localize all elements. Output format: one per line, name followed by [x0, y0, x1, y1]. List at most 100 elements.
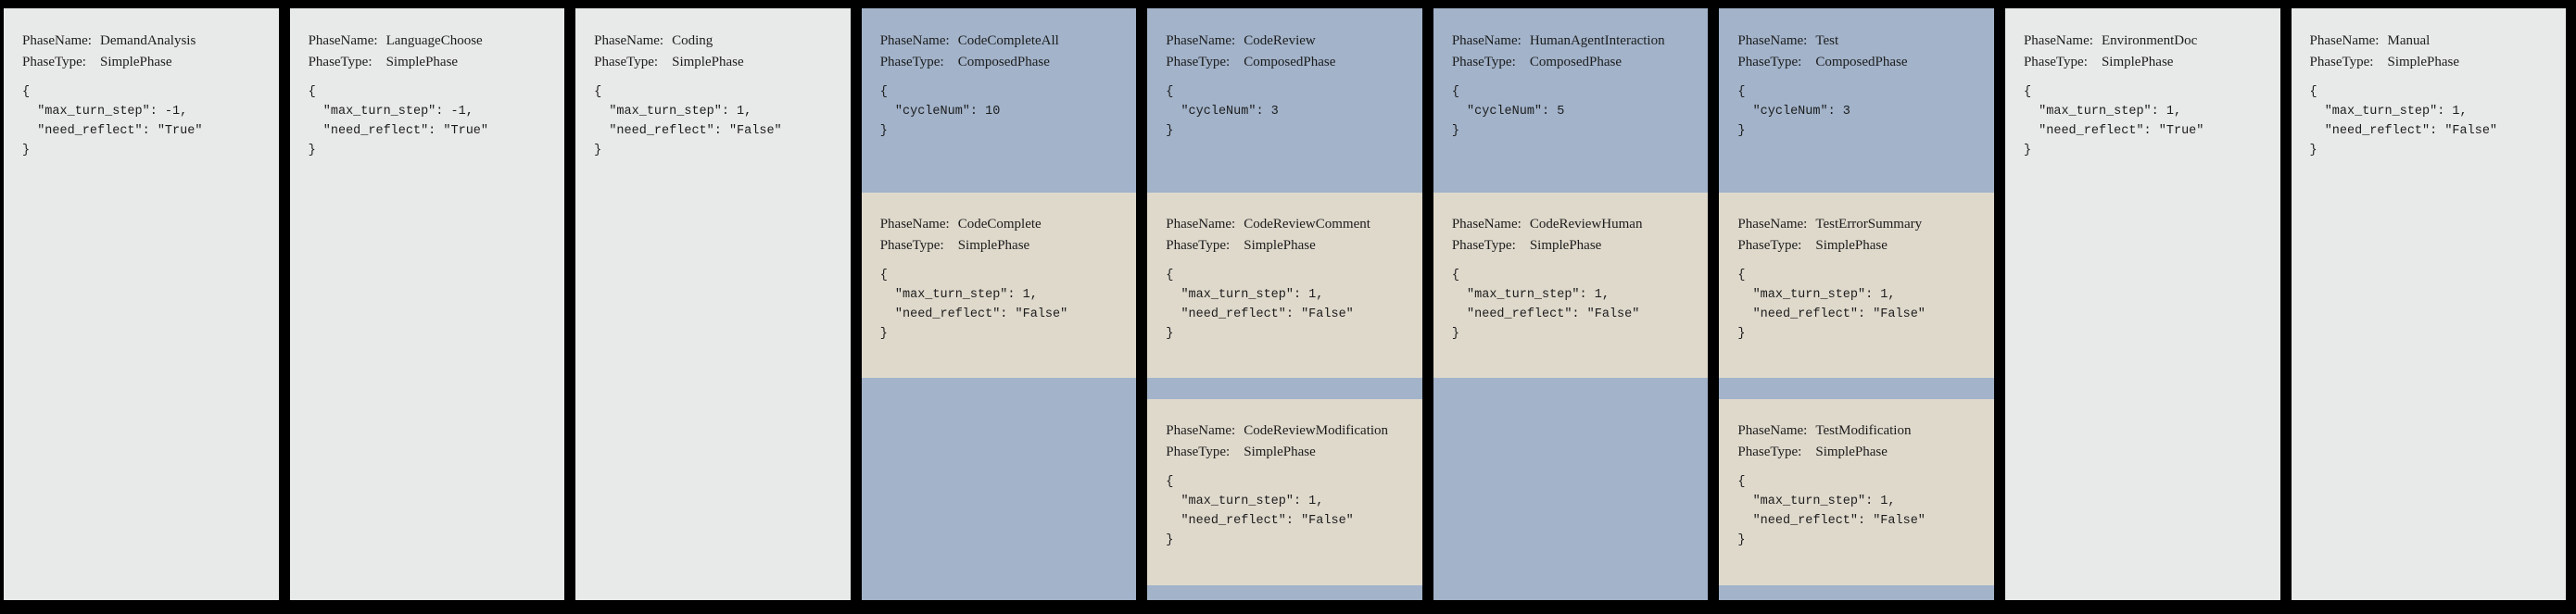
composed-phase-filler — [1719, 585, 1994, 600]
phase-type-label: PhaseType: — [1451, 55, 1516, 69]
phase-name-row: PhaseName: CodeCompleteAll — [880, 31, 1118, 52]
phase-type-label: PhaseType: — [879, 238, 944, 253]
phase-type-value: SimplePhase — [1815, 445, 1888, 459]
phase-type-row: PhaseType: SimplePhase — [1737, 442, 1976, 463]
phase-type-value: SimplePhase — [100, 55, 172, 69]
phase-name-value: HumanAgentInteraction — [1529, 33, 1665, 48]
phase-card-code-complete-all: PhaseName: CodeCompleteAll PhaseType: Co… — [861, 8, 1137, 600]
phase-name-row: PhaseName: CodeReviewComment — [1166, 214, 1404, 235]
phase-type-value: SimplePhase — [385, 55, 459, 69]
phase-name-value: CodeReviewModification — [1244, 423, 1389, 438]
phase-type-label: PhaseType: — [879, 55, 944, 69]
phase-name-label: PhaseName: — [879, 217, 950, 232]
phase-config-json: { "max_turn_step": 1, "need_reflect": "F… — [1737, 269, 1926, 341]
phase-name-value: Test — [1815, 33, 1839, 48]
phase-card-coding: PhaseName: Coding PhaseType: SimplePhase… — [575, 8, 851, 600]
phase-name-row: PhaseName: CodeComplete — [880, 214, 1118, 235]
phase-config-json: { "max_turn_step": -1, "need_reflect": "… — [22, 85, 203, 157]
subphase-separator — [1147, 378, 1422, 399]
phase-config-json: { "max_turn_step": 1, "need_reflect": "F… — [594, 85, 782, 157]
phase-config-json: { "max_turn_step": 1, "need_reflect": "F… — [1451, 269, 1640, 341]
phase-name-row: PhaseName: HumanAgentInteraction — [1452, 31, 1690, 52]
phase-type-label: PhaseType: — [594, 55, 659, 69]
phase-type-label: PhaseType: — [2309, 55, 2374, 69]
subphase-card-test-error-summary: PhaseName: TestErrorSummary PhaseType: S… — [1719, 193, 1994, 378]
phase-name-label: PhaseName: — [2023, 33, 2093, 48]
phase-card-environment-doc: PhaseName: EnvironmentDoc PhaseType: Sim… — [2004, 8, 2280, 600]
phase-type-value: SimplePhase — [1244, 445, 1316, 459]
phase-header: PhaseName: Manual PhaseType: SimplePhase… — [2292, 8, 2567, 160]
phase-name-value: CodeReviewHuman — [1529, 217, 1643, 232]
phase-name-label: PhaseName: — [594, 33, 664, 48]
phase-config-json: { "max_turn_step": 1, "need_reflect": "T… — [2023, 85, 2204, 157]
phase-type-value: ComposedPhase — [1529, 55, 1622, 69]
phase-type-value: SimplePhase — [2387, 55, 2460, 69]
phase-name-row: PhaseName: EnvironmentDoc — [2024, 31, 2262, 52]
phase-name-row: PhaseName: TestModification — [1737, 420, 1976, 442]
phase-name-row: PhaseName: Manual — [2310, 31, 2548, 52]
phase-name-row: PhaseName: TestErrorSummary — [1737, 214, 1976, 235]
phase-type-row: PhaseType: SimplePhase — [1166, 442, 1404, 463]
phase-type-row: PhaseType: SimplePhase — [309, 52, 547, 73]
phase-name-row: PhaseName: CodeReviewHuman — [1452, 214, 1690, 235]
phase-name-value: Manual — [2387, 33, 2431, 48]
phase-type-value: SimplePhase — [2101, 55, 2174, 69]
phase-name-value: LanguageChoose — [385, 33, 483, 48]
phase-name-value: CodeReviewComment — [1244, 217, 1370, 232]
phase-header: PhaseName: DemandAnalysis PhaseType: Sim… — [4, 8, 279, 160]
phase-type-row: PhaseType: ComposedPhase — [880, 52, 1118, 73]
subphase-card-test-modification: PhaseName: TestModification PhaseType: S… — [1719, 399, 1994, 585]
phase-config-json: { "max_turn_step": 1, "need_reflect": "F… — [1166, 475, 1354, 547]
phase-type-row: PhaseType: SimplePhase — [22, 52, 260, 73]
phase-type-label: PhaseType: — [1166, 55, 1231, 69]
phase-name-label: PhaseName: — [22, 33, 92, 48]
phase-card-manual: PhaseName: Manual PhaseType: SimplePhase… — [2291, 8, 2567, 600]
phase-name-row: PhaseName: LanguageChoose — [309, 31, 547, 52]
phase-name-label: PhaseName: — [2309, 33, 2380, 48]
phase-name-value: CodeReview — [1244, 33, 1316, 48]
phase-name-value: CodeComplete — [957, 217, 1042, 232]
phase-name-label: PhaseName: — [1166, 423, 1236, 438]
phase-config-json: { "cycleNum": 3 } — [1166, 85, 1279, 138]
phase-name-label: PhaseName: — [1737, 423, 1808, 438]
composed-phase-filler — [862, 378, 1137, 600]
phase-config-json: { "max_turn_step": 1, "need_reflect": "F… — [2309, 85, 2498, 157]
phase-name-label: PhaseName: — [1166, 217, 1236, 232]
phase-type-row: PhaseType: ComposedPhase — [1166, 52, 1404, 73]
phase-type-value: ComposedPhase — [1815, 55, 1908, 69]
phase-header: PhaseName: EnvironmentDoc PhaseType: Sim… — [2005, 8, 2280, 160]
phase-type-label: PhaseType: — [1737, 238, 1802, 253]
phase-type-label: PhaseType: — [1737, 55, 1802, 69]
phase-card-code-review: PhaseName: CodeReview PhaseType: Compose… — [1147, 8, 1422, 600]
subphase-card-code-review-comment: PhaseName: CodeReviewComment PhaseType: … — [1147, 193, 1422, 378]
phase-name-row: PhaseName: DemandAnalysis — [22, 31, 260, 52]
phase-name-row: PhaseName: CodeReviewModification — [1166, 420, 1404, 442]
phase-config-json: { "max_turn_step": 1, "need_reflect": "F… — [1166, 269, 1354, 341]
phase-type-row: PhaseType: SimplePhase — [2024, 52, 2262, 73]
phase-name-value: TestErrorSummary — [1815, 217, 1923, 232]
phase-type-label: PhaseType: — [1166, 445, 1231, 459]
phase-type-row: PhaseType: SimplePhase — [1737, 235, 1976, 257]
phase-name-label: PhaseName: — [308, 33, 378, 48]
composed-phase-filler — [1433, 378, 1709, 600]
phase-type-label: PhaseType: — [308, 55, 373, 69]
phase-type-value: SimplePhase — [1815, 238, 1888, 253]
phase-config-json: { "cycleNum": 5 } — [1451, 85, 1565, 138]
phase-type-row: PhaseType: SimplePhase — [594, 52, 832, 73]
phase-name-value: Coding — [672, 33, 713, 48]
phase-config-json: { "max_turn_step": 1, "need_reflect": "F… — [1737, 475, 1926, 547]
phase-name-row: PhaseName: CodeReview — [1166, 31, 1404, 52]
subphase-separator — [1719, 378, 1994, 399]
phase-card-test: PhaseName: Test PhaseType: ComposedPhase… — [1719, 8, 1994, 600]
phase-type-value: SimplePhase — [672, 55, 744, 69]
phase-type-row: PhaseType: SimplePhase — [1166, 235, 1404, 257]
phase-type-label: PhaseType: — [1737, 445, 1802, 459]
phase-config-json: { "cycleNum": 10 } — [879, 85, 1001, 138]
phase-name-label: PhaseName: — [1451, 217, 1522, 232]
phase-name-label: PhaseName: — [1451, 33, 1522, 48]
phase-type-row: PhaseType: SimplePhase — [1452, 235, 1690, 257]
phase-type-value: SimplePhase — [1529, 238, 1602, 253]
phase-name-row: PhaseName: Test — [1737, 31, 1976, 52]
phase-name-value: TestModification — [1815, 423, 1912, 438]
